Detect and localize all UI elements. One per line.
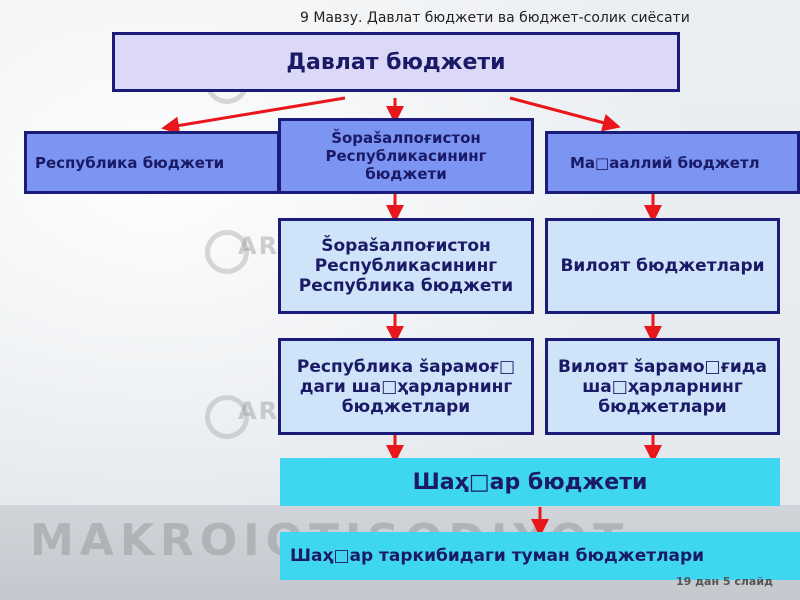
- box-state-budget-label: Давлат бюджети: [286, 49, 506, 75]
- box-city-budget-label: Шаҳ□ар бюджети: [412, 469, 648, 495]
- box-district-budgets-label: Шаҳ□ар таркибидаги туман бюджетлари: [290, 546, 705, 566]
- box-karakalpakstan-republic-budget-label: Šоpašалпоғистон Республикасининг Республ…: [298, 236, 514, 296]
- box-local-budget: Ма□ааллий бюджетл: [545, 131, 800, 194]
- box-republic-city-budgets: Республика šарамоғ□ даги ша□ҳарларнинг б…: [278, 338, 534, 435]
- box-karakalpakstan-budget-label: Šоpašалпоғистон Республикасининг бюджети: [325, 129, 487, 183]
- box-regional-city-budgets: Вилоят šарамо□ғида ша□ҳарларнинг бюджетл…: [545, 338, 780, 435]
- box-republic-budget-label: Республика бюджети: [35, 153, 225, 172]
- box-regional-budgets-label: Вилоят бюджетлари: [560, 256, 765, 276]
- box-city-budget: Шаҳ□ар бюджети: [280, 458, 780, 506]
- box-karakalpakstan-republic-budget: Šоpašалпоғистон Республикасининг Республ…: [278, 218, 534, 314]
- box-local-budget-label: Ма□ааллий бюджетл: [570, 153, 760, 172]
- box-regional-budgets: Вилоят бюджетлари: [545, 218, 780, 314]
- arrow-state-to-local: [509, 96, 621, 132]
- arrow-state-to-republic: [161, 96, 346, 135]
- box-republic-city-budgets-label: Республика šарамоғ□ даги ша□ҳарларнинг б…: [296, 356, 516, 417]
- slide-counter: 19 дан 5 слайд: [676, 575, 773, 588]
- watermark-logo: [205, 230, 249, 274]
- box-state-budget: Давлат бюджети: [112, 32, 680, 92]
- box-republic-budget: Республика бюджети: [24, 131, 280, 194]
- watermark-logo: [205, 395, 249, 439]
- box-karakalpakstan-budget: Šоpašалпоғистон Республикасининг бюджети: [278, 118, 534, 194]
- box-district-budgets: Шаҳ□ар таркибидаги туман бюджетлари: [280, 532, 800, 580]
- slide-title: 9 Мавзу. Давлат бюджети ва бюджет-солик …: [300, 10, 690, 26]
- box-regional-city-budgets-label: Вилоят šарамо□ғида ша□ҳарларнинг бюджетл…: [558, 356, 767, 417]
